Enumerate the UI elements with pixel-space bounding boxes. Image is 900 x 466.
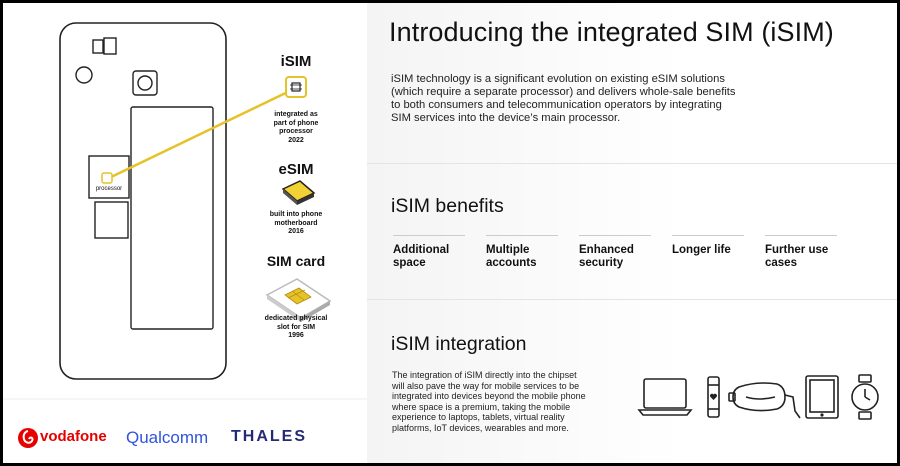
camera-flash	[75, 66, 93, 84]
integration-text: The integration of iSIM directly into th…	[392, 370, 586, 433]
smartwatch-icon	[851, 374, 879, 420]
battery	[130, 106, 214, 330]
divider-1	[367, 163, 897, 164]
esim-caption: built into phone motherboard 2016	[269, 211, 323, 235]
wearable-band-icon	[707, 376, 720, 418]
qualcomm-logo: Qualcomm	[126, 428, 209, 447]
device-icons	[637, 374, 879, 420]
isim-title: iSIM	[280, 53, 312, 70]
processor-label: processor	[95, 186, 123, 192]
content-panel: Introducing the integrated SIM (iSIM) iS…	[367, 3, 897, 463]
vodafone-logo: vodafone	[40, 428, 107, 445]
page-title: Introducing the integrated SIM (iSIM)	[389, 17, 834, 47]
vr-headset-icon	[728, 382, 801, 419]
isim-chip-icon	[285, 76, 307, 98]
thales-logo: THALES	[231, 428, 307, 445]
camera-lens-2	[103, 37, 117, 55]
isim-connector-line	[106, 86, 297, 181]
vodafone-logo-icon	[18, 428, 38, 448]
tablet-icon	[805, 375, 839, 419]
esim-chip-icon	[281, 180, 316, 205]
benefits-title: iSIM benefits	[391, 195, 504, 217]
divider-2	[367, 299, 897, 300]
lower-chip	[94, 201, 129, 239]
sim-card-caption: dedicated physical slot for SIM 1996	[264, 315, 328, 339]
sim-card-icon	[265, 278, 332, 322]
phone-diagram-panel: processor iSIM integrated as part of pho…	[3, 3, 367, 463]
intro-text: iSIM technology is a significant evoluti…	[391, 73, 736, 124]
isim-caption: integrated as part of phone processor 20…	[273, 111, 319, 144]
esim-title: eSIM	[278, 161, 314, 178]
infographic: processor iSIM integrated as part of pho…	[3, 3, 897, 463]
processor-chip-icon	[101, 172, 113, 184]
laptop-icon	[637, 378, 693, 416]
camera-main-lens	[137, 75, 153, 91]
integration-title: iSIM integration	[391, 333, 527, 355]
benefit-longer-life: Longer life	[672, 235, 744, 257]
camera-lens-1	[92, 39, 104, 54]
sim-card-title: SIM card	[266, 253, 326, 269]
phone-diagram	[3, 22, 367, 400]
